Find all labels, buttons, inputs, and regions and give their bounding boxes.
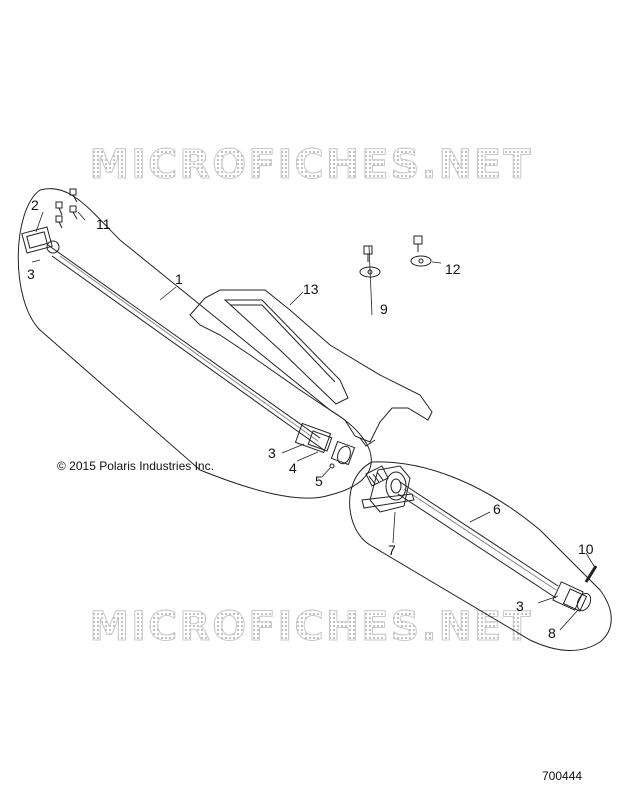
callout-11: 11: [96, 216, 111, 232]
pin-10: [584, 565, 598, 583]
callout-4: 4: [289, 460, 297, 476]
callout-7: 7: [388, 542, 396, 558]
copyright-notice: © 2015 Polaris Industries Inc.: [57, 459, 214, 473]
callout-1: 1: [175, 271, 183, 287]
middle-u-joint: [294, 422, 356, 466]
rear-u-joint: [552, 581, 592, 612]
bolts-11: [55, 188, 78, 229]
watermark-bottom: MICROFICHES.NET: [0, 604, 622, 651]
rear-prop-shaft: [397, 481, 559, 599]
pin-5: [329, 463, 335, 469]
driveshaft-shield: [189, 289, 433, 447]
drawing-number: 700444: [542, 769, 583, 783]
front-u-joint: [21, 226, 60, 254]
callout-6: 6: [493, 501, 501, 517]
callout-3-middle: 3: [268, 445, 276, 461]
front-shaft-group-outline: [17, 188, 372, 499]
callout-3-front: 3: [27, 266, 35, 282]
callout-5: 5: [315, 473, 323, 489]
callout-3-rear: 3: [516, 598, 524, 614]
front-prop-shaft: [47, 244, 325, 451]
callout-12: 12: [445, 261, 461, 277]
rear-shaft-group-outline: [349, 461, 612, 651]
carrier-bearing: [361, 465, 415, 513]
watermark-top: MICROFICHES.NET: [0, 142, 622, 189]
callout-13: 13: [303, 281, 319, 297]
bolt-12: [410, 235, 432, 267]
leader-lines: [31, 211, 595, 631]
callout-10: 10: [578, 541, 594, 557]
callout-8: 8: [548, 625, 556, 641]
callout-2: 2: [31, 197, 39, 213]
callout-9: 9: [380, 301, 388, 317]
